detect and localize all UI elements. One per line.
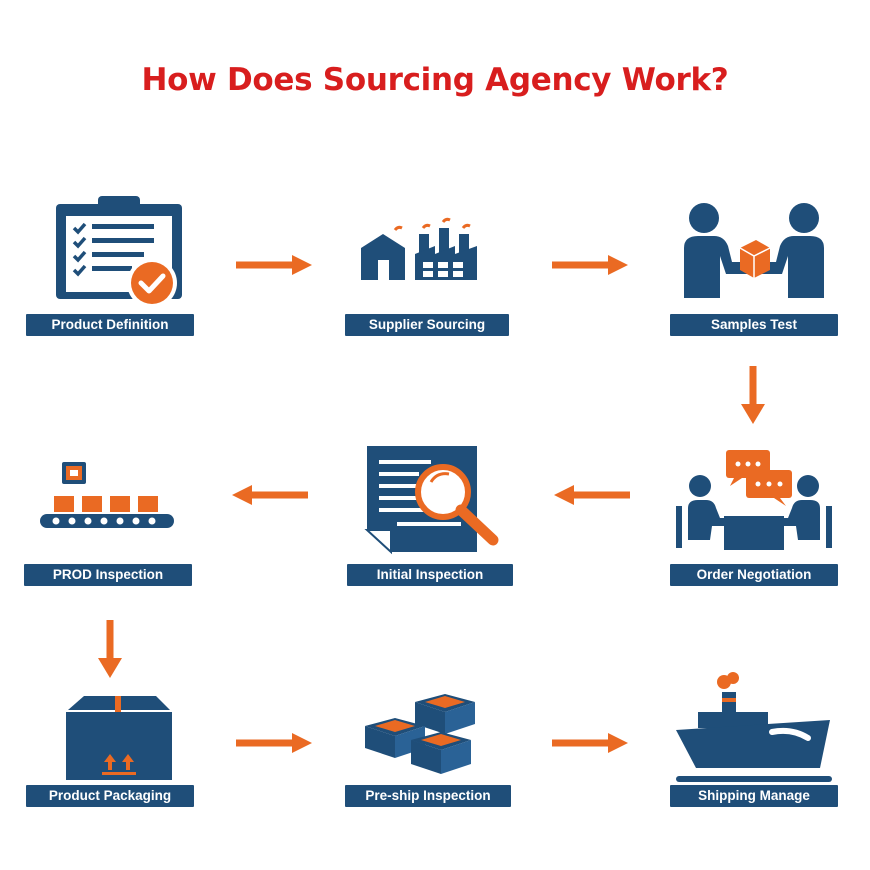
step-label: Initial Inspection: [347, 564, 513, 586]
step-pre-ship-inspection: Pre-ship Inspection: [345, 688, 511, 818]
step-shipping-manage: Shipping Manage: [670, 668, 838, 818]
step-samples-test: Samples Test: [670, 190, 838, 340]
step-product-packaging: Product Packaging: [26, 688, 194, 818]
flow-arrow-left: [554, 485, 630, 505]
flow-arrow-right: [236, 733, 312, 753]
package-box-icon: [66, 696, 172, 780]
step-label: Product Definition: [26, 314, 194, 336]
step-label: Pre-ship Inspection: [345, 785, 511, 807]
flow-arrow-down: [98, 620, 122, 678]
flow-arrow-right: [552, 733, 628, 753]
flow-arrow-down: [741, 366, 765, 424]
step-label: Samples Test: [670, 314, 838, 336]
step-label: Order Negotiation: [670, 564, 838, 586]
step-product-definition: Product Definition: [26, 190, 194, 340]
conveyor-belt-icon: [40, 462, 174, 528]
step-label: Shipping Manage: [670, 785, 838, 807]
handshake-package-icon: [684, 203, 824, 298]
flow-arrow-right: [552, 255, 628, 275]
step-initial-inspection: Initial Inspection: [347, 440, 513, 590]
flow-arrow-left: [232, 485, 308, 505]
document-magnifier-icon: [364, 446, 499, 555]
step-order-negotiation: Order Negotiation: [670, 440, 838, 590]
step-supplier-sourcing: Supplier Sourcing: [345, 190, 509, 340]
factory-icon: [361, 217, 477, 280]
stacked-boxes-icon: [365, 694, 475, 774]
step-prod-inspection: PROD Inspection: [24, 440, 192, 590]
flow-arrow-right: [236, 255, 312, 275]
clipboard-checklist-icon: [56, 196, 182, 308]
cargo-ship-icon: [676, 672, 832, 782]
step-label: PROD Inspection: [24, 564, 192, 586]
meeting-table-icon: [676, 450, 832, 550]
step-label: Supplier Sourcing: [345, 314, 509, 336]
page-title: How Does Sourcing Agency Work?: [141, 62, 729, 98]
step-label: Product Packaging: [26, 785, 194, 807]
